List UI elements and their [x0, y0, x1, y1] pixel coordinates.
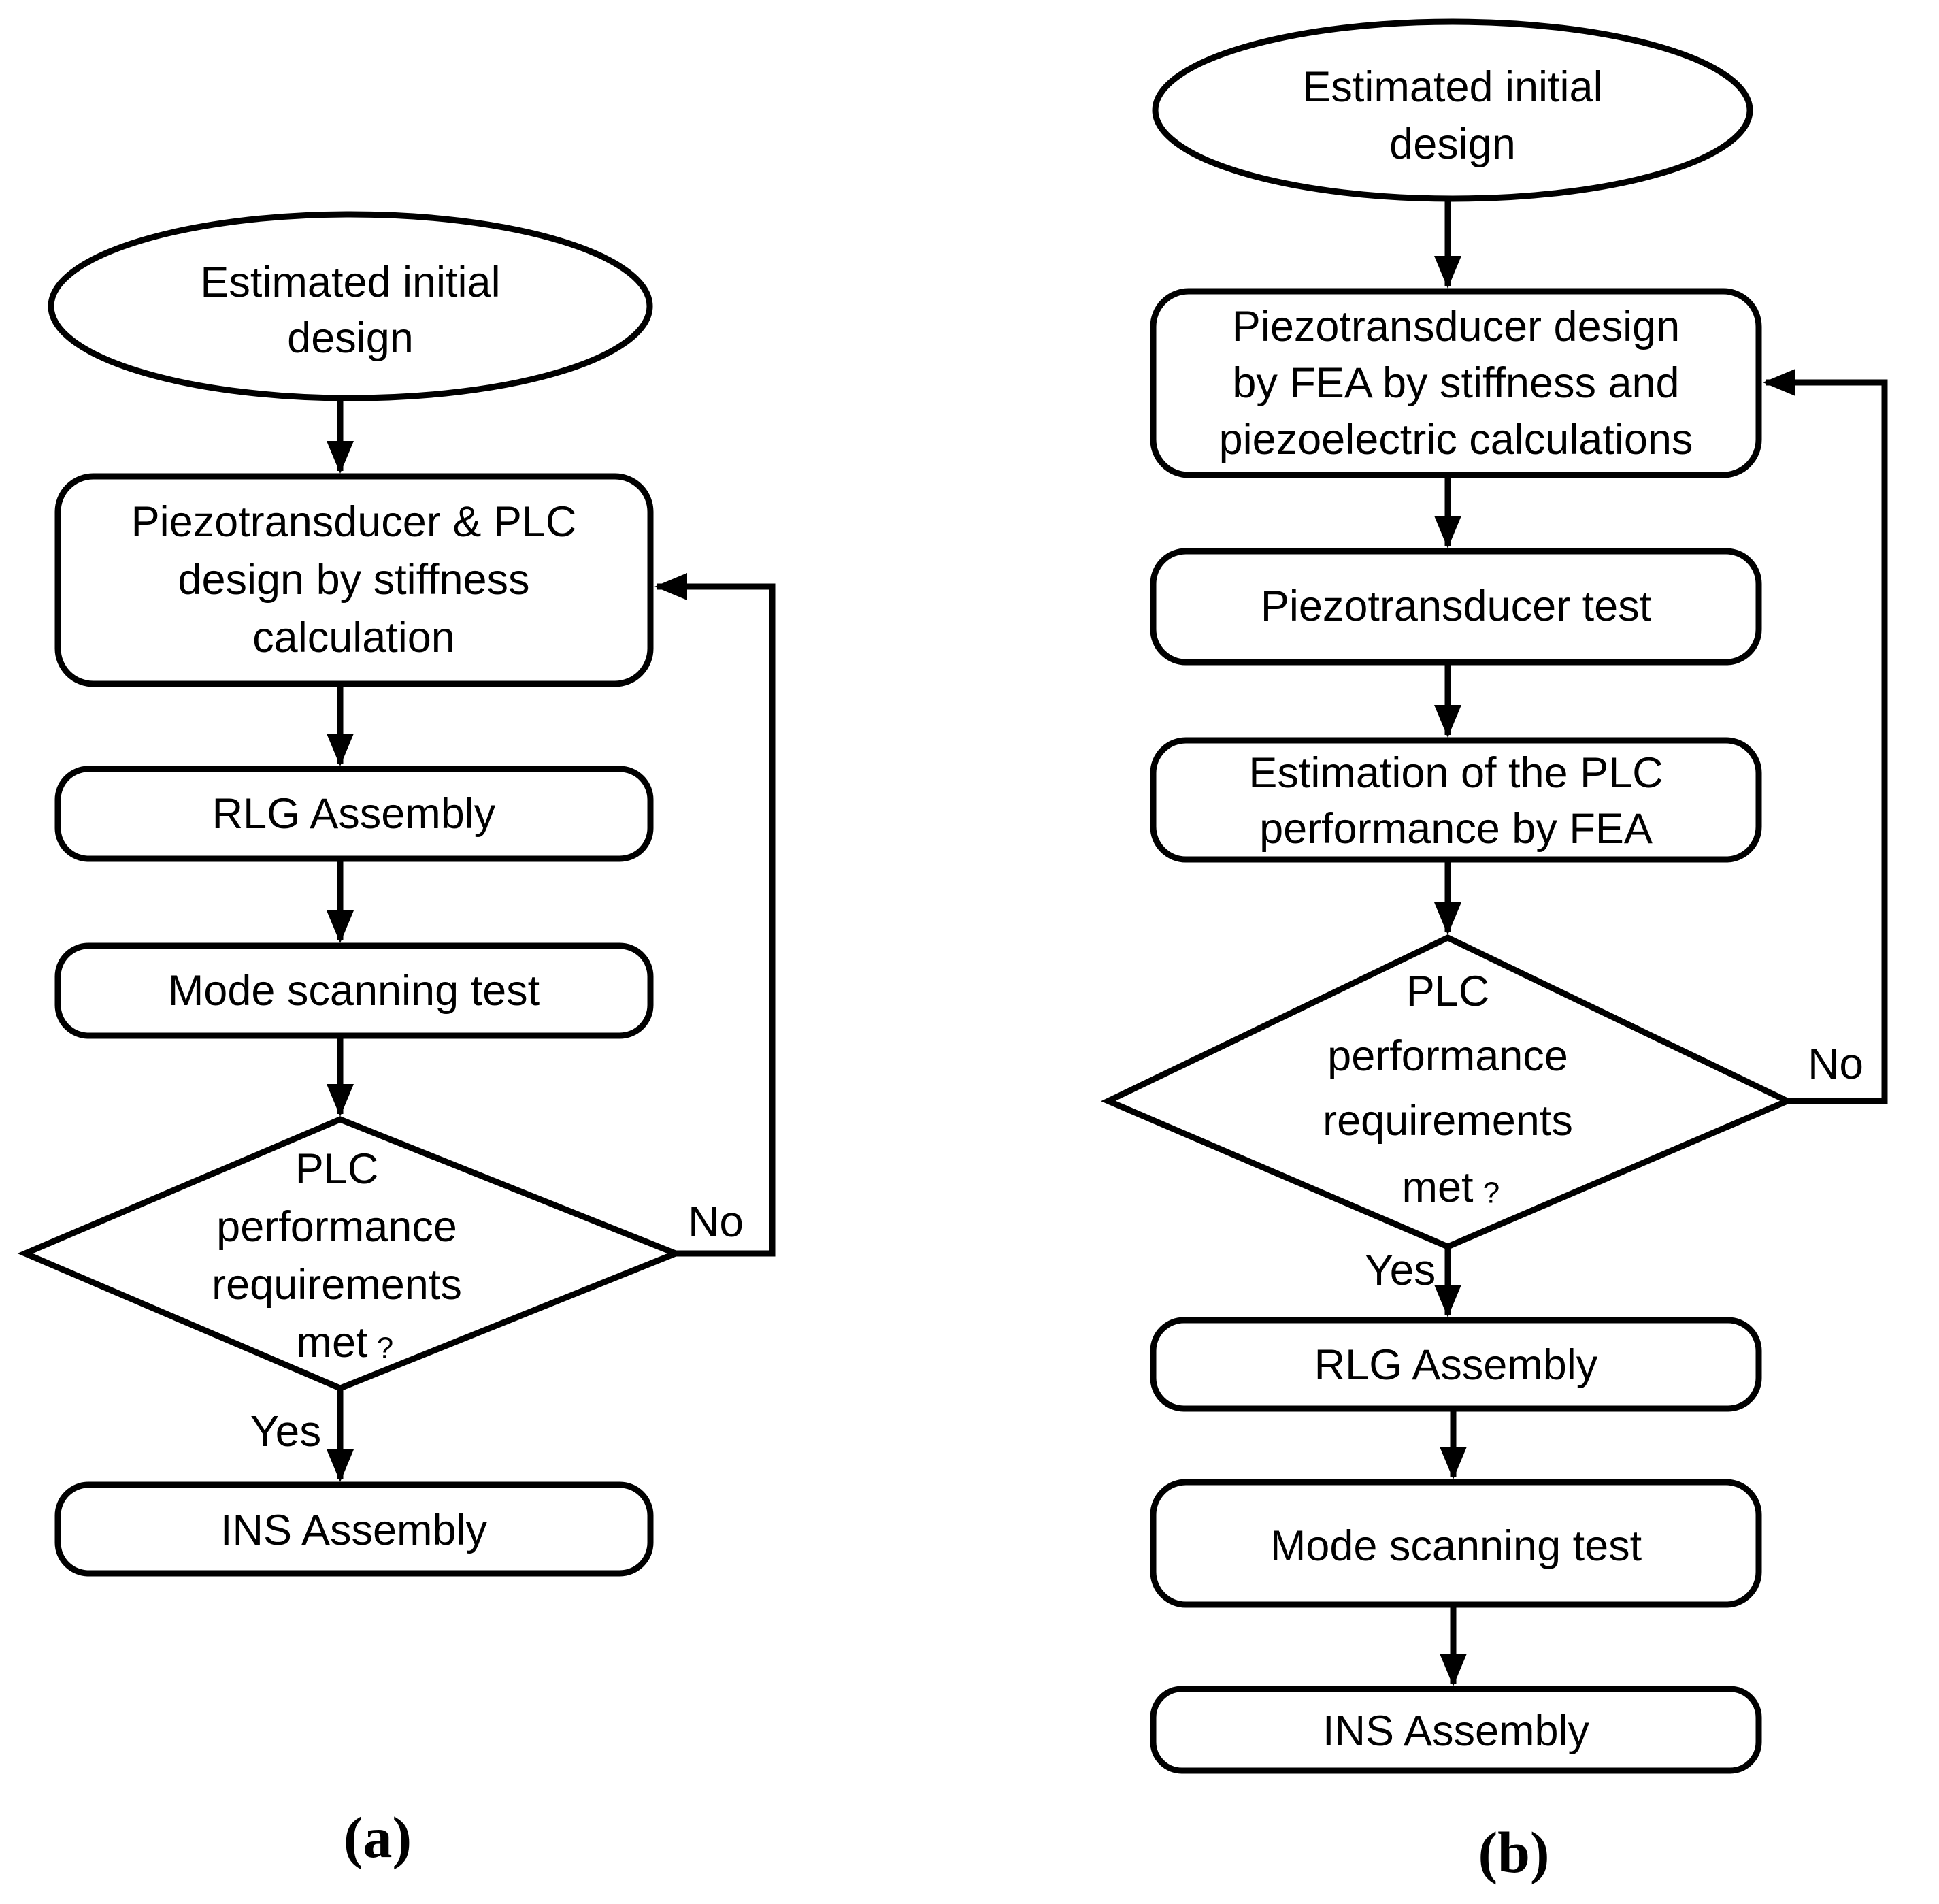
process-design-b-line2: by FEA by stiffness and — [1232, 359, 1679, 407]
no-label-b: No — [1808, 1039, 1863, 1088]
decision-plc-b-line3: requirements — [1323, 1097, 1573, 1145]
process-estimation-b — [1150, 737, 1762, 863]
decision-plc-b-line2: performance — [1327, 1032, 1568, 1080]
terminator-start-a — [48, 211, 653, 401]
panel-b: Estimated initial design Piezotransducer… — [1101, 18, 1888, 1885]
process-design-a-line1: Piezotransducer & PLC — [131, 498, 577, 546]
process-design-b — [1150, 288, 1762, 478]
decision-plc-b-line4: met — [1402, 1164, 1474, 1211]
terminator-start-a-line2: design — [287, 314, 414, 362]
decision-plc-a-line3: requirements — [212, 1261, 462, 1309]
process-design-b-line3: piezoelectric calculations — [1219, 416, 1693, 463]
decision-plc-a-question-mark: ? — [377, 1332, 393, 1365]
terminator-start-b-line1: Estimated initial — [1302, 63, 1602, 111]
terminator-start-b — [1152, 18, 1753, 202]
decision-plc-a-line4: met — [296, 1319, 368, 1366]
no-label-a: No — [688, 1197, 744, 1246]
panel-b-label: (b) — [1478, 1820, 1549, 1885]
process-estimation-b-line2: performance by FEA — [1259, 805, 1653, 853]
process-mode-b-line1: Mode scanning test — [1270, 1522, 1642, 1570]
terminator-start-a-line1: Estimated initial — [200, 259, 500, 306]
process-design-a-line3: calculation — [252, 614, 455, 661]
decision-plc-a-line1: PLC — [295, 1145, 379, 1193]
yes-label-b: Yes — [1365, 1245, 1436, 1294]
decision-plc-b-question-mark: ? — [1483, 1177, 1499, 1210]
decision-plc-a-line2: performance — [216, 1203, 457, 1251]
process-ins-a — [54, 1481, 654, 1577]
process-rlg-a — [54, 766, 654, 862]
decision-plc-b-line1: PLC — [1406, 968, 1490, 1015]
process-mode-a-line1: Mode scanning test — [168, 967, 540, 1015]
process-rlg-b-line1: RLG Assembly — [1314, 1341, 1598, 1389]
process-estimation-b-line1: Estimation of the PLC — [1248, 749, 1663, 797]
process-design-a — [54, 473, 654, 687]
panel-a: Estimated initial design Piezotransducer… — [17, 211, 776, 1870]
yes-label-a: Yes — [250, 1407, 321, 1456]
feedback-no-line-a — [654, 573, 776, 1257]
process-design-a-line2: design by stiffness — [178, 556, 529, 604]
process-ins-a-line1: INS Assembly — [220, 1507, 488, 1554]
process-rlg-a-line1: RLG Assembly — [212, 790, 496, 838]
process-design-b-line1: Piezotransducer design — [1232, 303, 1680, 350]
process-mode-a — [54, 942, 654, 1039]
process-ins-b-line1: INS Assembly — [1323, 1707, 1590, 1755]
panel-a-label: (a) — [344, 1805, 412, 1870]
terminator-start-b-line2: design — [1389, 120, 1516, 168]
process-test-b-line1: Piezotransducer test — [1261, 582, 1652, 630]
process-test-b — [1150, 548, 1762, 666]
process-ins-b — [1150, 1686, 1762, 1774]
feedback-no-line-b — [1763, 369, 1888, 1104]
